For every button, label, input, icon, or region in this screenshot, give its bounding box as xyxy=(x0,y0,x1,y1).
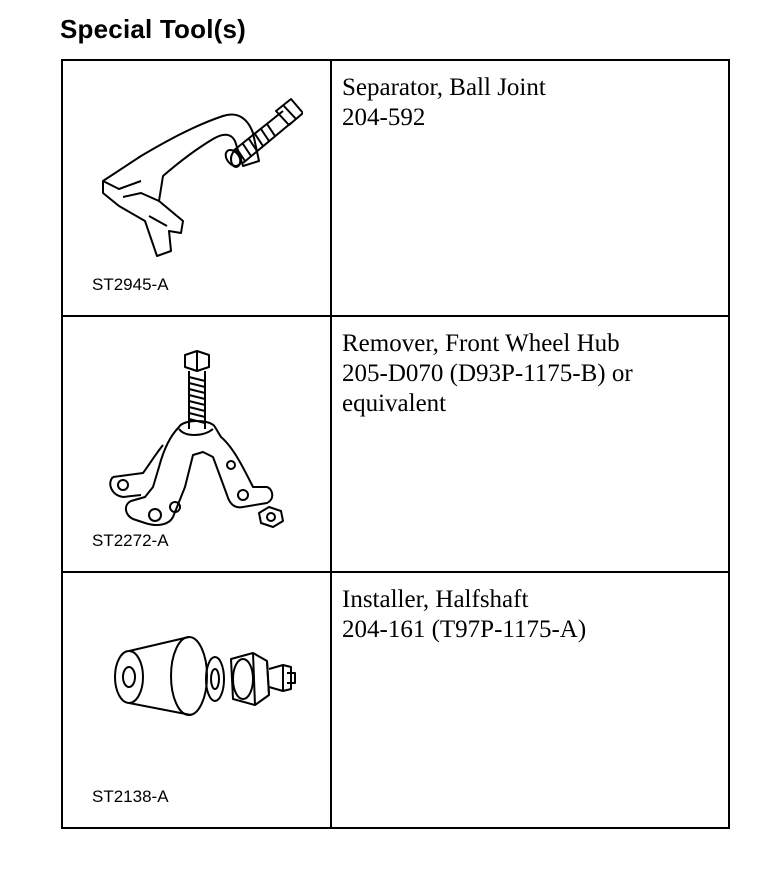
tool-description-cell: Installer, Halfshaft 204-161 (T97P-1175-… xyxy=(330,571,730,829)
table-row: ST2272-A Remover, Front Wheel Hub 205-D0… xyxy=(61,315,730,573)
tool-description-cell: Remover, Front Wheel Hub 205-D070 (D93P-… xyxy=(330,315,730,573)
tool-name: Remover, Front Wheel Hub xyxy=(342,330,620,357)
tool-code: ST2138-A xyxy=(92,787,169,806)
tool-code: ST2945-A xyxy=(92,275,169,294)
tool-number: 205-D070 (D93P-1175-B) or xyxy=(342,360,633,387)
tool-code: ST2272-A xyxy=(92,531,169,550)
table-row: ST2945-A Separator, Ball Joint 204-592 xyxy=(61,59,730,317)
tool-name: Separator, Ball Joint xyxy=(342,74,546,101)
wheel-hub-remover-icon xyxy=(109,350,284,528)
tool-description-cell: Separator, Ball Joint 204-592 xyxy=(330,59,730,317)
tool-note: equivalent xyxy=(342,390,447,417)
tool-image-cell: ST2138-A xyxy=(61,571,332,829)
page-title: Special Tool(s) xyxy=(60,14,246,44)
tool-number: 204-161 (T97P-1175-A) xyxy=(342,616,587,643)
tool-image-cell: ST2272-A xyxy=(61,315,332,573)
tool-name: Installer, Halfshaft xyxy=(342,586,529,613)
special-tools-table: ST2945-A Separator, Ball Joint 204-592 xyxy=(61,59,730,829)
table-row: ST2138-A Installer, Halfshaft 204-161 (T… xyxy=(61,571,730,829)
tool-image-cell: ST2945-A xyxy=(61,59,332,317)
halfshaft-installer-icon xyxy=(114,636,296,716)
tool-number: 204-592 xyxy=(342,104,426,131)
ball-joint-separator-icon xyxy=(102,98,303,257)
